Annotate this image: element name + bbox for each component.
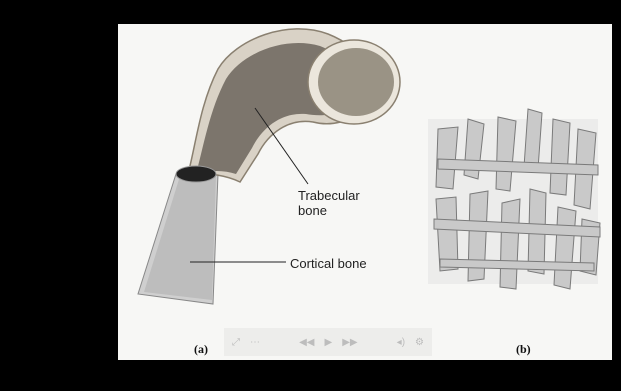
caption-a: (a) <box>194 342 208 357</box>
fullscreen-icon[interactable]: ⤢ <box>232 337 240 348</box>
fast-forward-icon[interactable]: ▶▶ <box>342 337 357 348</box>
play-icon[interactable]: ▶ <box>324 337 332 348</box>
femur-illustration <box>118 24 438 360</box>
time-icon: ⋯ <box>250 337 260 348</box>
trabecular-bone-label: Trabecular bone <box>298 188 378 218</box>
slide: Trabecular bone Cortical bone (a) (b) ⤢ … <box>118 24 612 360</box>
caption-b: (b) <box>516 342 531 357</box>
rewind-icon[interactable]: ◀◀ <box>299 337 314 348</box>
trabecular-microstructure-illustration <box>418 99 612 304</box>
volume-icon[interactable]: ◂) <box>397 337 405 348</box>
video-player-controls[interactable]: ⤢ ⋯ ◀◀ ▶ ▶▶ ◂) ⚙ <box>224 328 432 356</box>
settings-icon[interactable]: ⚙ <box>415 337 424 348</box>
cortical-bone-label: Cortical bone <box>290 256 367 271</box>
